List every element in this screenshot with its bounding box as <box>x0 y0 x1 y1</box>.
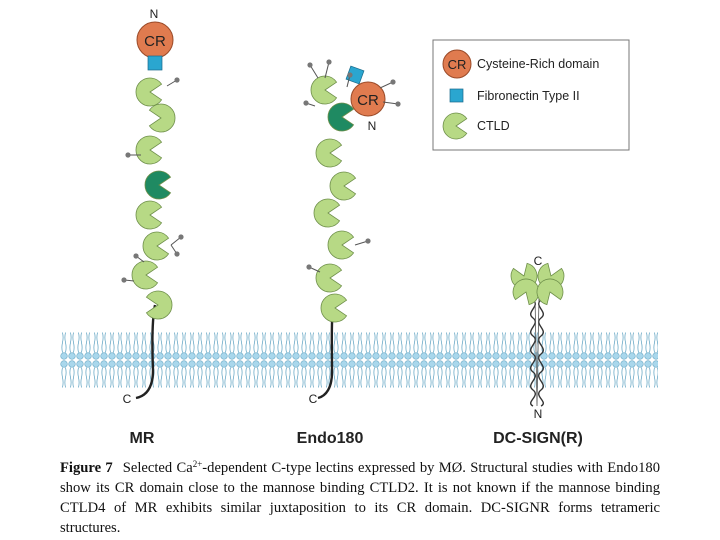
glycan-icon <box>306 264 312 270</box>
endo180-fibronectin-domain <box>345 65 365 85</box>
mr-protein: CR N C <box>121 7 184 406</box>
mr-ctld-7 <box>131 260 159 290</box>
lectin-diagram: CR N C CR N C C N MR Endo180 DC-SIGN(R) … <box>60 7 658 447</box>
mr-c-terminus: C <box>123 392 132 406</box>
endo180-ctld-7 <box>315 263 343 293</box>
endo180-ctld-4 <box>329 171 357 201</box>
glycan-icon <box>125 152 131 158</box>
caption-text-part1: Selected Ca <box>122 460 193 476</box>
caption-superscript: 2+ <box>192 459 203 469</box>
endo180-ctld-1 <box>310 75 338 105</box>
legend-fibronectin-text: Fibronectin Type II <box>477 89 580 103</box>
glycan-icon <box>303 100 309 106</box>
glycan-icon <box>347 72 353 78</box>
dc-sign-label: DC-SIGN(R) <box>493 430 583 447</box>
glycan-icon <box>133 253 139 259</box>
legend-fibronectin-icon <box>449 88 464 103</box>
mr-ctld-1 <box>135 77 163 107</box>
glycan-icon <box>174 77 180 83</box>
glycan-icon <box>174 251 180 257</box>
endo180-protein: CR N C <box>303 59 401 406</box>
endo180-c-terminus: C <box>309 392 318 406</box>
mr-ctld-4 <box>144 170 172 200</box>
glycan-icon <box>365 238 371 244</box>
lipid-bilayer <box>60 332 658 392</box>
glycan-icon <box>121 277 127 283</box>
mr-fibronectin-domain <box>147 55 163 71</box>
caption-text-part2: -dependent C-type lectins expressed by M… <box>60 460 660 536</box>
endo180-cr-domain <box>350 81 386 117</box>
mr-label: MR <box>130 430 155 447</box>
glycan-icon <box>307 62 313 68</box>
legend-cr-symbol: CR <box>448 57 467 72</box>
figure-label: Figure 7 <box>60 460 113 476</box>
endo180-cr-label: CR <box>357 92 379 109</box>
glycan-stalk <box>324 61 330 79</box>
dc-sign-n-terminus: N <box>534 407 543 421</box>
figure-caption: Figure 7 Selected Ca2+-dependent C-type l… <box>60 458 660 538</box>
endo180-ctld-6 <box>327 230 355 260</box>
legend-cr-icon <box>442 49 472 79</box>
endo180-ctld-2 <box>327 102 355 132</box>
legend-ctld-text: CTLD <box>477 119 510 133</box>
glycan-icon <box>326 59 332 65</box>
endo180-ctld-3 <box>315 138 343 168</box>
endo180-n-terminus: N <box>368 119 377 133</box>
dc-sign-coiled-coil <box>530 299 536 407</box>
legend-cr-text: Cysteine-Rich domain <box>477 57 599 71</box>
glycan-icon <box>390 79 396 85</box>
mr-ctld-5 <box>135 200 163 230</box>
mr-ctld-8 <box>145 290 173 320</box>
mr-ctld-6 <box>142 231 170 261</box>
endo180-label: Endo180 <box>297 430 364 447</box>
mr-ctld-3 <box>135 135 163 165</box>
mr-ctld-2 <box>148 103 176 133</box>
endo180-ctld-5 <box>313 198 341 228</box>
dc-sign-ctld-3 <box>512 278 540 306</box>
dc-sign-ctld-4 <box>536 278 564 306</box>
dc-sign-protein: C N <box>510 254 565 421</box>
glycan-icon <box>395 101 401 107</box>
mr-cr-label: CR <box>144 33 166 50</box>
mr-stalk <box>135 304 157 400</box>
legend-ctld-icon <box>442 112 468 140</box>
dc-sign-c-terminus: C <box>534 254 543 268</box>
legend: CR Cysteine-Rich domain Fibronectin Type… <box>432 39 630 151</box>
mr-n-terminus: N <box>150 7 159 21</box>
endo180-ctld-8 <box>320 293 348 323</box>
glycan-icon <box>178 234 184 240</box>
